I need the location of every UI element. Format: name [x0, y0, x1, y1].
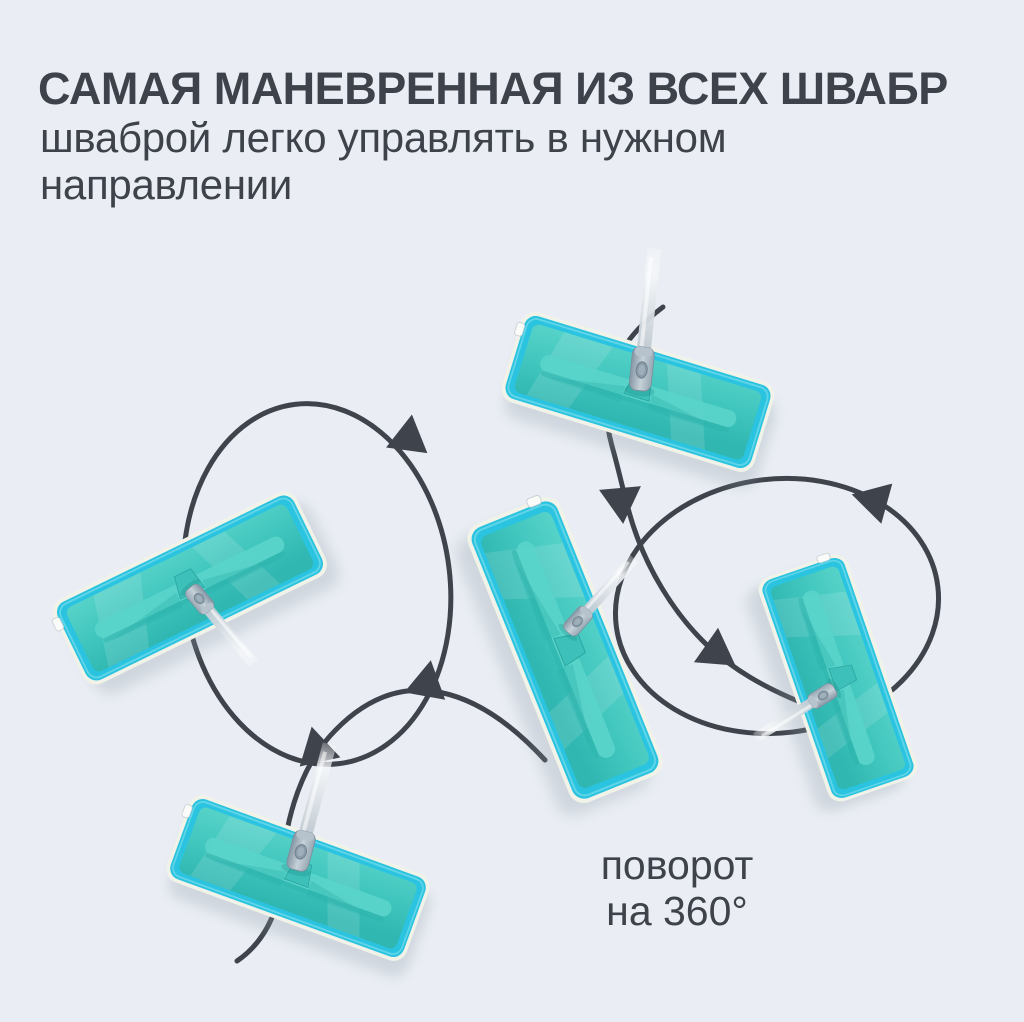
mop-bottom — [154, 739, 440, 981]
rotation-caption-line1: поворот — [600, 842, 754, 888]
arrowhead-icon — [386, 414, 441, 470]
rotation-caption-line2: на 360° — [606, 888, 748, 934]
mop-right — [740, 548, 923, 817]
page-title: САМАЯ МАНЕВРЕННАЯ ИЗ ВСЕХ ШВАБР — [38, 63, 948, 114]
arrowhead-icon — [599, 486, 645, 526]
page-subtitle-line2: направлении — [40, 161, 293, 208]
rotation-caption: поворот на 360° — [537, 842, 817, 934]
arrowhead-icon — [693, 627, 748, 683]
mop-head — [154, 790, 440, 981]
mop-left — [45, 483, 345, 704]
page-subtitle: шваброй легко управлять в нужном направл… — [40, 114, 860, 208]
mop-head — [490, 307, 784, 492]
mop-top — [490, 246, 784, 492]
page-subtitle-line1: шваброй легко управлять в нужном — [40, 114, 727, 161]
